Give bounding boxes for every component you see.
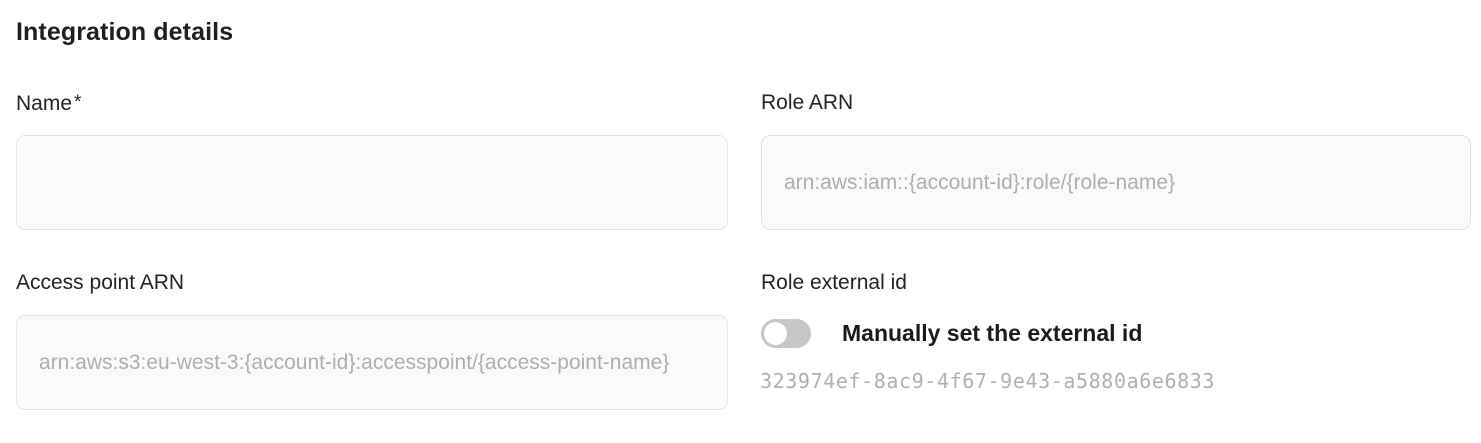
name-label-text: Name [16, 92, 73, 115]
role-external-id-value: 323974ef-8ac9-4f67-9e43-a5880a6e6833 [760, 369, 1216, 393]
name-field-label: Name* [16, 90, 81, 117]
role-arn-field-label: Role ARN [761, 91, 854, 114]
manual-external-id-toggle[interactable] [761, 318, 811, 348]
page-title: Integration details [16, 18, 234, 46]
access-point-arn-field-label: Access point ARN [16, 271, 185, 294]
role-external-id-field-label: Role external id [761, 271, 907, 294]
role-arn-placeholder: arn:aws:iam::{account-id}:role/{role-nam… [784, 170, 1176, 194]
access-point-arn-placeholder: arn:aws:s3:eu-west-3:{account-id}:access… [39, 350, 670, 374]
toggle-knob-icon [764, 321, 787, 345]
name-input[interactable] [16, 135, 728, 230]
required-asterisk: * [74, 92, 82, 113]
access-point-arn-input[interactable]: arn:aws:s3:eu-west-3:{account-id}:access… [16, 315, 728, 410]
manual-external-id-toggle-row[interactable]: Manually set the external id [761, 315, 1142, 351]
role-arn-input[interactable]: arn:aws:iam::{account-id}:role/{role-nam… [761, 135, 1471, 230]
manual-external-id-toggle-label: Manually set the external id [842, 320, 1143, 346]
